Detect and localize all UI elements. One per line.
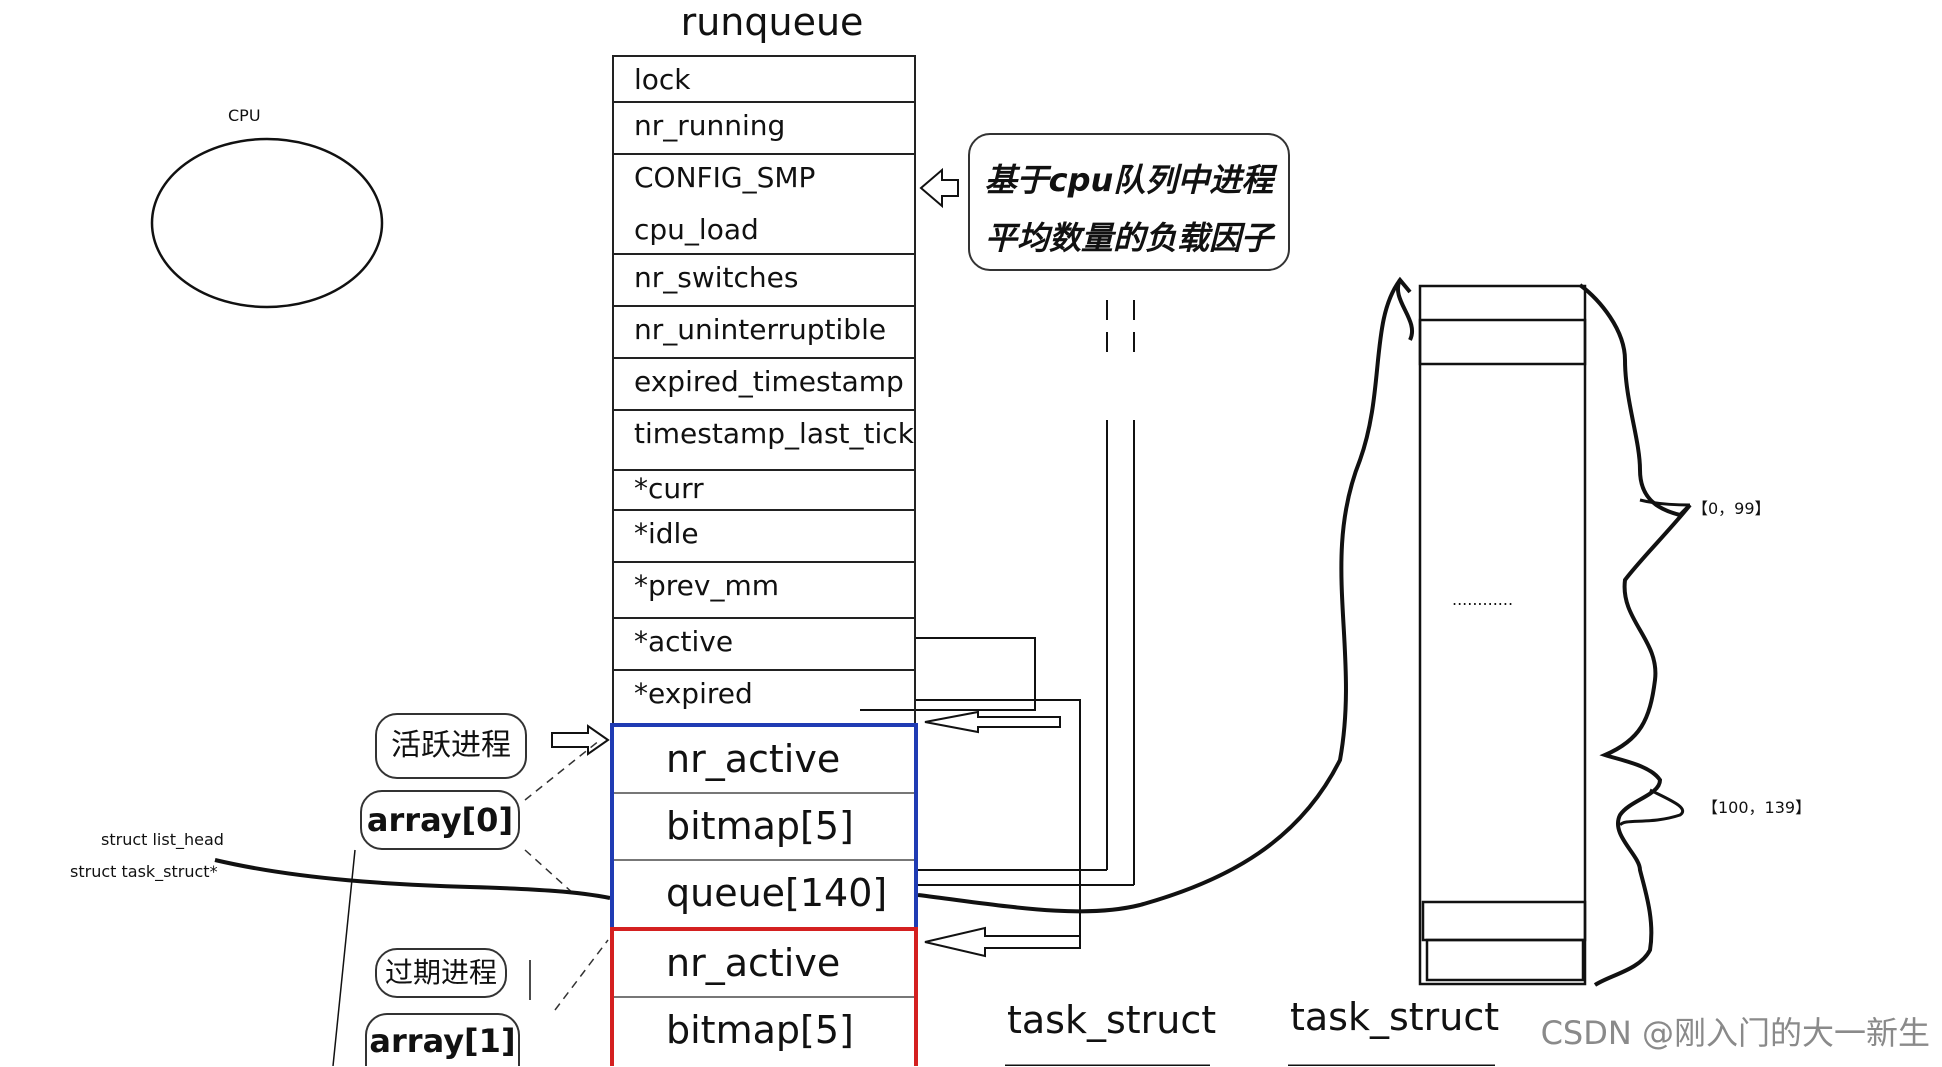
field-curr: *curr	[612, 471, 916, 511]
task-ptr-note: struct task_struct*	[70, 862, 218, 881]
range-100-139: 【100，139】	[1702, 798, 1812, 817]
expired-tag: 过期进程	[375, 948, 507, 998]
field-cpu-load: cpu_load	[612, 207, 916, 255]
active-array-label: array[0]	[360, 790, 520, 850]
load-factor-note: 基于cpu队列中进程 平均数量的负载因子	[968, 133, 1290, 271]
active-queue: queue[140]	[666, 871, 888, 915]
field-expired-timestamp: expired_timestamp	[612, 359, 916, 411]
watermark: CSDN @刚入门的大一新生	[1540, 1014, 1930, 1052]
active-tag: 活跃进程	[375, 713, 527, 779]
note-arrow	[919, 167, 959, 209]
field-prev-mm: *prev_mm	[612, 563, 916, 619]
field-nr-uninterruptible: nr_uninterruptible	[612, 307, 916, 359]
queue-link-line	[917, 276, 1412, 914]
active-array-box: nr_active bitmap[5] queue[140]	[610, 723, 918, 931]
cpu-label: CPU	[228, 106, 261, 125]
expired-array-box: nr_active bitmap[5]	[610, 927, 918, 1066]
active-pointer-line	[860, 637, 1036, 711]
task-struct-2: task_struct	[1290, 995, 1500, 1039]
queue-ellipsis: ............	[1452, 590, 1514, 609]
field-timestamp-last-tick: timestamp_last_tick	[612, 411, 916, 471]
active-bitmap: bitmap[5]	[614, 794, 914, 861]
active-nr-active: nr_active	[614, 727, 914, 794]
runqueue-title: runqueue	[680, 0, 864, 44]
expired-array-label: array[1]	[365, 1013, 520, 1066]
range-0-99: 【0，99】	[1692, 499, 1771, 518]
queue-outline	[1396, 279, 1692, 987]
cpu-ellipse	[150, 137, 384, 309]
active-tag-arrow	[551, 724, 610, 756]
load-note-line1: 基于cpu队列中进程	[984, 161, 1274, 199]
field-nr-running: nr_running	[612, 103, 916, 155]
expired-nr-active: nr_active	[614, 931, 914, 998]
field-lock: lock	[612, 55, 916, 103]
field-config-smp: CONFIG_SMP	[612, 155, 916, 207]
list-head-line	[214, 858, 611, 900]
field-active: *active	[612, 619, 916, 671]
field-expired: *expired	[612, 671, 916, 723]
expired-arrow	[924, 926, 1081, 958]
list-head-note: struct list_head	[101, 830, 224, 849]
expired-bitmap: bitmap[5]	[666, 1008, 854, 1052]
queue-panel	[1418, 284, 1587, 986]
load-note-line2: 平均数量的负载因子	[984, 219, 1273, 257]
task-struct-1: task_struct	[1007, 998, 1217, 1042]
active-arrow	[924, 710, 1061, 734]
field-nr-switches: nr_switches	[612, 255, 916, 307]
field-idle: *idle	[612, 511, 916, 563]
